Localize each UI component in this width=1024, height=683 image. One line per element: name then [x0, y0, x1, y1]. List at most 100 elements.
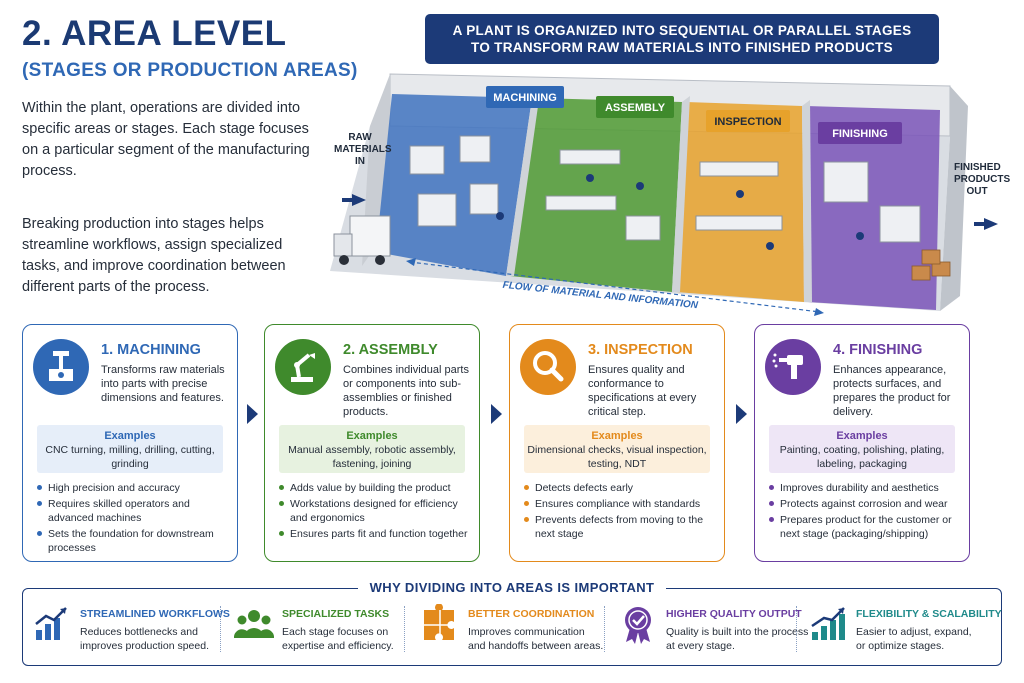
- stage-card-machining: 1. MACHINING Transforms raw materials in…: [22, 324, 238, 562]
- workbench-2: [545, 195, 617, 211]
- zone-label-bg-finishing: [818, 122, 902, 144]
- examples-heading: Examples: [591, 430, 643, 442]
- why-item-title: FLEXIBILITY & SCALABILITY: [856, 608, 1002, 620]
- zone-label-machining: MACHINING: [493, 92, 557, 104]
- why-item-title: HIGHER QUALITY OUTPUT: [666, 608, 802, 620]
- flow-arrow-right: [814, 308, 824, 316]
- inspection-bench-1: [699, 161, 779, 177]
- zone-label-assembly: ASSEMBLY: [605, 102, 666, 114]
- finished-products-label: FINISHED PRODUCTS OUT: [954, 162, 1011, 197]
- robot-arm-icon: [275, 339, 331, 395]
- machine-1: [409, 145, 445, 175]
- machine-3: [417, 193, 457, 227]
- banner-line-2: TO TRANSFORM RAW MATERIALS INTO FINISHED…: [471, 40, 893, 55]
- bullet-item: Adds value by building the product: [279, 481, 475, 495]
- award-badge-icon: [618, 604, 658, 644]
- plant-right-wall: [940, 86, 968, 311]
- why-item-desc-line: or optimize stages.: [856, 639, 945, 652]
- why-separator: [404, 606, 405, 652]
- inspection-zone: [676, 102, 804, 302]
- stage-title: 2. ASSEMBLY: [343, 342, 438, 358]
- bar-chart-growth-icon: [32, 604, 72, 644]
- worker-1: [496, 212, 504, 220]
- why-item-desc-line: Quality is built into the process: [666, 626, 809, 638]
- examples-text: Painting, coating, polishing, plating, l…: [779, 444, 945, 470]
- bullet-item: Sets the foundation for downstream proce…: [37, 527, 233, 555]
- why-item-desc-line: expertise and efficiency.: [282, 639, 394, 652]
- divider-wall-1: [506, 92, 540, 276]
- why-title-text: WHY DIVIDING INTO AREAS IS IMPORTANT: [357, 580, 667, 595]
- machine-2: [459, 135, 491, 163]
- magnifier-icon: [520, 339, 576, 395]
- team-icon: [234, 604, 274, 644]
- stage-card-finishing: 4. FINISHING Enhances appearance, protec…: [754, 324, 970, 562]
- flow-arrow-left: [406, 258, 416, 266]
- why-separator: [220, 606, 221, 652]
- examples-text: CNC turning, milling, drilling, cutting,…: [45, 444, 215, 470]
- finished-out-arrow: [974, 218, 998, 230]
- worker-2: [586, 174, 594, 182]
- stage-title: 3. INSPECTION: [588, 342, 693, 358]
- cnc-machine-icon: [33, 339, 89, 395]
- bullet-item: Requires skilled operators and advanced …: [37, 497, 233, 525]
- stage-title: 1. MACHINING: [101, 342, 201, 358]
- divider-wall-2: [672, 96, 690, 292]
- inspection-bench-2: [695, 215, 783, 231]
- why-item-title: BETTER COORDINATION: [468, 608, 595, 620]
- raw-in-arrow: [342, 194, 366, 206]
- stage-arrow-2: [491, 404, 502, 424]
- zone-label-bg-assembly: [596, 96, 674, 118]
- why-item-title: STREAMLINED WORKFLOWS: [80, 608, 230, 620]
- zone-label-finishing: FINISHING: [832, 128, 888, 140]
- worker-3: [636, 182, 644, 190]
- stage-description: Combines individual parts or components …: [343, 364, 469, 418]
- stage-card-inspection: 3. INSPECTION Ensures quality and confor…: [509, 324, 725, 562]
- why-item-desc-line: Improves communication: [468, 626, 585, 638]
- intro-paragraph-2: Breaking production into stages helps st…: [22, 216, 286, 295]
- plant-illustration: MACHINING ASSEMBLY INSPECTION FINISHING …: [300, 66, 1011, 322]
- stage-description: Enhances appearance, protects surfaces, …: [833, 364, 951, 418]
- flow-line: [409, 261, 821, 313]
- stage-bullets: High precision and accuracy Requires ski…: [37, 481, 233, 557]
- stage-description: Transforms raw materials into parts with…: [101, 364, 225, 404]
- divider-wall-3: [802, 100, 812, 302]
- spray-gun-icon: [765, 339, 821, 395]
- examples-box: Examples Dimensional checks, visual insp…: [524, 425, 710, 473]
- finishing-zone: [806, 106, 940, 310]
- plant-floor-diagram: MACHINING ASSEMBLY INSPECTION FINISHING …: [330, 73, 998, 316]
- bullet-item: Workstations designed for efficiency and…: [279, 497, 475, 525]
- machine-4: [469, 183, 499, 215]
- banner-line-1: A PLANT IS ORGANIZED INTO SEQUENTIAL OR …: [452, 23, 912, 38]
- robot-cell: [625, 215, 661, 241]
- intro-paragraph-1: Within the plant, operations are divided…: [22, 100, 310, 179]
- bullet-item: Prevents defects from moving to the next…: [524, 513, 720, 541]
- examples-heading: Examples: [346, 430, 398, 442]
- why-item-title: SPECIALIZED TASKS: [282, 608, 390, 620]
- why-item-desc-line: improves production speed.: [80, 639, 209, 652]
- examples-text: Dimensional checks, visual inspection, t…: [527, 444, 707, 470]
- stage-bullets: Detects defects early Ensures compliance…: [524, 481, 720, 543]
- why-separator: [604, 606, 605, 652]
- bullet-item: Prepares product for the customer or nex…: [769, 513, 965, 541]
- examples-text: Manual assembly, robotic assembly, faste…: [288, 444, 456, 470]
- zone-label-bg-machining: [486, 86, 564, 108]
- why-item-desc-line: and handoffs between areas.: [468, 639, 604, 652]
- bullet-item: Improves durability and aesthetics: [769, 481, 965, 495]
- page-title: 2. AREA LEVEL: [22, 14, 287, 53]
- examples-box: Examples CNC turning, milling, drilling,…: [37, 425, 223, 473]
- raw-materials-label: RAW MATERIALS IN: [334, 132, 392, 167]
- bullet-item: High precision and accuracy: [37, 481, 233, 495]
- why-section-title: WHY DIVIDING INTO AREAS IS IMPORTANT: [0, 580, 1024, 595]
- summary-banner: A PLANT IS ORGANIZED INTO SEQUENTIAL OR …: [425, 14, 939, 64]
- stage-bullets: Adds value by building the product Works…: [279, 481, 475, 543]
- worker-5: [766, 242, 774, 250]
- bullet-item: Ensures parts fit and function together: [279, 527, 475, 541]
- why-item-desc-line: Easier to adjust, expand,: [856, 626, 972, 638]
- bullet-item: Ensures compliance with standards: [524, 497, 720, 511]
- zone-label-bg-inspection: [706, 110, 790, 132]
- why-item-desc-line: Each stage focuses on: [282, 626, 389, 638]
- why-item-desc: Easier to adjust, expand,or optimize sta…: [856, 626, 972, 653]
